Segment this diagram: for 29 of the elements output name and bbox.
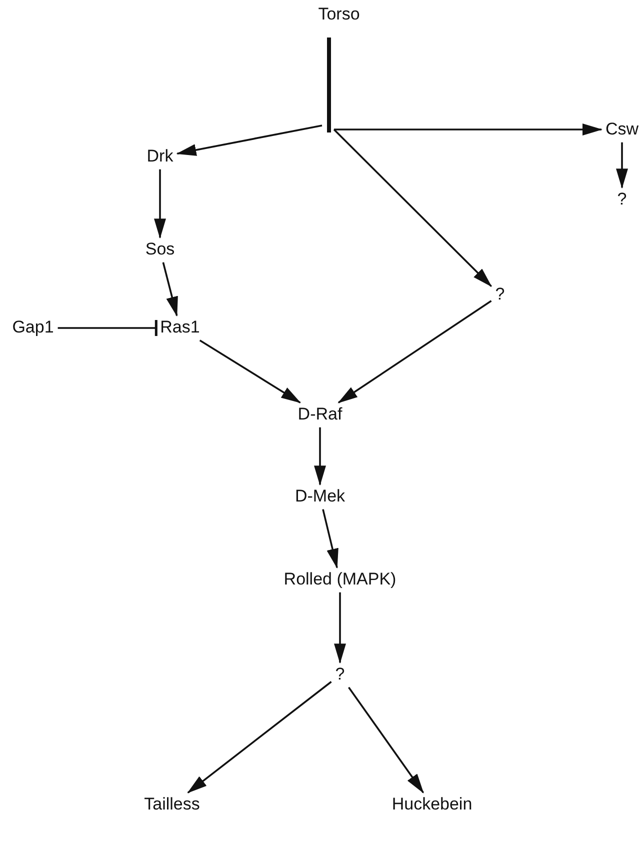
arrow <box>314 427 326 486</box>
protein-label: Sos <box>141 238 179 262</box>
protein-label: Gap1 <box>8 316 58 340</box>
arrow <box>199 340 301 404</box>
receptor-bar <box>327 38 331 132</box>
protein-label: Ras1 <box>156 316 204 340</box>
arrow <box>334 592 346 664</box>
arrow <box>616 142 628 189</box>
protein-label: Rolled (MAPK) <box>280 568 400 592</box>
protein-label: D-Mek <box>290 484 350 510</box>
arrow <box>187 681 332 794</box>
arrow <box>333 128 492 287</box>
arrow <box>338 300 492 404</box>
protein-label: Drk <box>142 144 178 170</box>
protein-label: Tailless <box>140 792 204 818</box>
inhibition-line <box>58 318 158 338</box>
protein-label: ? <box>331 662 349 688</box>
arrow <box>162 262 178 317</box>
arrow <box>348 686 424 794</box>
protein-label: ? <box>491 282 509 308</box>
protein-label: Csw <box>601 118 643 142</box>
arrow <box>334 124 602 136</box>
protein-label: Huckebein <box>388 792 476 818</box>
protein-label: ? <box>613 188 631 212</box>
protein-label: Torso <box>314 2 364 28</box>
arrow <box>154 169 166 239</box>
arrow <box>176 124 322 156</box>
protein-label: D-Raf <box>294 402 346 428</box>
arrow <box>322 509 338 569</box>
